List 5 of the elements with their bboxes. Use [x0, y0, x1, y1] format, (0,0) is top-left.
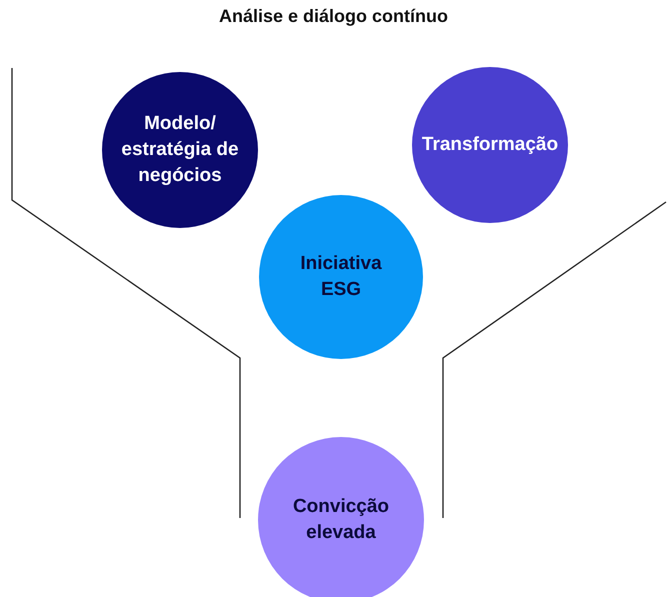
- node-label: Iniciativa ESG: [299, 252, 383, 302]
- title: Análise e diálogo contínuo: [218, 6, 450, 27]
- node-label: Transformação: [422, 133, 558, 157]
- node-label: Modelo/ estratégia de negócios: [120, 112, 240, 188]
- node-label: Convicção elevada: [292, 495, 390, 545]
